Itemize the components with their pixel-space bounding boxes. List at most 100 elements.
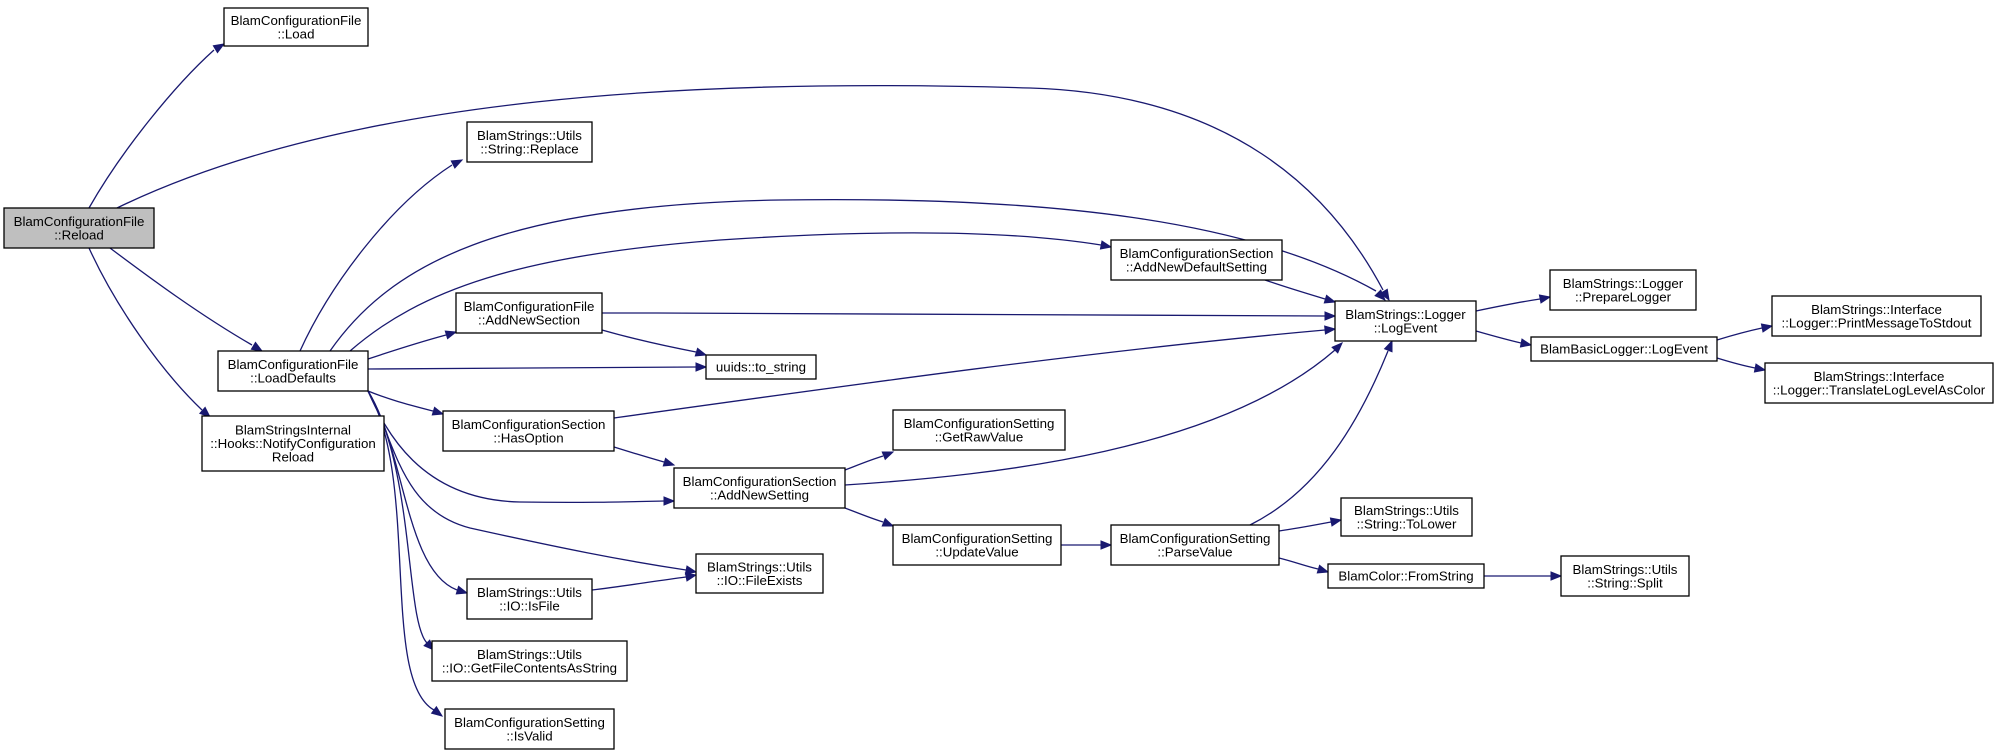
node-replace[interactable]: BlamStrings::Utils::String::Replace	[466, 121, 593, 163]
arrowhead-icon	[1383, 339, 1393, 353]
arrowhead-icon	[684, 565, 698, 575]
node-adddefaultsetting[interactable]: BlamConfigurationSection::AddNewDefaultS…	[1110, 239, 1283, 281]
node-parsevalue[interactable]: BlamConfigurationSetting::ParseValue	[1110, 524, 1280, 566]
node-basiclogevent[interactable]: BlamBasicLogger::LogEvent	[1530, 336, 1718, 362]
arrowhead-icon	[1519, 338, 1533, 348]
node-label: BlamStrings::Utils	[1354, 503, 1459, 518]
node-label: BlamStrings::Logger	[1345, 307, 1466, 322]
arrowhead-icon	[695, 362, 708, 372]
node-label: ::PrepareLogger	[1575, 289, 1672, 304]
edge-loaddefaults-to-addnewsection	[367, 330, 458, 360]
node-updatevalue[interactable]: BlamConfigurationSetting::UpdateValue	[892, 524, 1062, 566]
node-getfilecontents[interactable]: BlamStrings::Utils::IO::GetFileContentsA…	[431, 640, 628, 682]
arrowhead-icon	[663, 496, 676, 506]
arrowhead-icon	[1324, 311, 1337, 321]
edge-addnewsetting-to-getrawvalue	[844, 451, 895, 471]
edge-isfile-to-fileexists	[591, 572, 698, 591]
node-addnewsection[interactable]: BlamConfigurationFile::AddNewSection	[455, 292, 603, 334]
node-box	[1530, 336, 1718, 362]
node-logevent[interactable]: BlamStrings::Logger::LogEvent	[1334, 300, 1477, 342]
arrowhead-icon	[198, 406, 212, 418]
node-box	[466, 121, 593, 163]
node-label: ::Logger::PrintMessageToStdout	[1782, 315, 1972, 330]
node-box	[1334, 300, 1477, 342]
node-box	[892, 409, 1066, 451]
edge-fromstring-to-split	[1484, 571, 1563, 581]
edge-loaddefaults-to-hasoption	[367, 390, 445, 416]
node-isvalid[interactable]: BlamConfigurationSetting::IsValid	[444, 708, 615, 750]
edge-line	[601, 329, 697, 353]
node-label: ::IO::GetFileContentsAsString	[442, 660, 617, 675]
node-tolower[interactable]: BlamStrings::Utils::String::ToLower	[1340, 497, 1473, 537]
node-label: BlamStrings::Utils	[477, 647, 582, 662]
node-label: ::Load	[278, 26, 315, 41]
edge-logevent-to-basiclogevent	[1475, 330, 1533, 348]
node-box	[217, 350, 369, 392]
arrowhead-icon	[1374, 289, 1386, 301]
node-preparelogger[interactable]: BlamStrings::Logger::PrepareLogger	[1549, 269, 1697, 311]
node-translateloglevel[interactable]: BlamStrings::Interface::Logger::Translat…	[1764, 362, 1994, 404]
node-getrawvalue[interactable]: BlamConfigurationSetting::GetRawValue	[892, 409, 1066, 451]
edge-line	[613, 446, 665, 463]
node-label: BlamStrings::Utils	[477, 585, 582, 600]
node-label: BlamConfigurationSetting	[902, 531, 1053, 546]
arrowhead-icon	[694, 347, 708, 357]
node-hasoption[interactable]: BlamConfigurationSection::HasOption	[442, 410, 615, 452]
node-printmessage[interactable]: BlamStrings::Interface::Logger::PrintMes…	[1771, 295, 1982, 337]
node-label: ::UpdateValue	[935, 544, 1018, 559]
node-box	[705, 354, 817, 380]
edge-line	[844, 455, 884, 471]
edge-line	[367, 390, 434, 412]
edge-line	[349, 232, 1102, 352]
node-label: BlamStrings::Interface	[1814, 369, 1945, 384]
node-label: ::IsValid	[506, 728, 552, 743]
node-box	[3, 207, 155, 249]
arrowhead-icon	[430, 705, 444, 717]
edge-hasoption-to-logevent	[613, 325, 1337, 419]
node-box	[1549, 269, 1697, 311]
edge-line	[299, 164, 453, 352]
edge-line	[367, 334, 447, 360]
arrowhead-icon	[450, 159, 464, 169]
edge-addnewsection-to-logevent	[601, 311, 1337, 321]
node-label: ::ParseValue	[1157, 544, 1232, 559]
edge-basiclogevent-to-printmessage	[1716, 323, 1774, 341]
node-box	[444, 708, 615, 750]
node-label: BlamStrings::Utils	[1573, 562, 1678, 577]
arrowhead-icon	[1550, 571, 1563, 581]
node-reload[interactable]: BlamConfigurationFile::Reload	[3, 207, 155, 249]
node-load[interactable]: BlamConfigurationFile::Load	[223, 7, 369, 47]
node-fromstring[interactable]: BlamColor::FromString	[1327, 563, 1485, 589]
node-label: ::IO::IsFile	[499, 598, 560, 613]
nodes-layer: BlamConfigurationFile::ReloadBlamConfigu…	[3, 7, 1994, 750]
node-label: BlamStrings::Utils	[477, 128, 582, 143]
edge-line	[116, 84, 1384, 291]
node-loaddefaults[interactable]: BlamConfigurationFile::LoadDefaults	[217, 350, 369, 392]
node-label: ::HasOption	[493, 430, 563, 445]
edge-line	[1716, 357, 1756, 369]
node-uuids[interactable]: uuids::to_string	[705, 354, 817, 380]
node-notify[interactable]: BlamStringsInternal::Hooks::NotifyConfig…	[201, 415, 385, 472]
arrowhead-icon	[250, 341, 264, 352]
edge-reload-to-loaddefaults	[109, 247, 264, 352]
arrowhead-icon	[684, 572, 698, 582]
node-label: BlamConfigurationSetting	[454, 715, 605, 730]
node-label: BlamConfigurationSetting	[904, 416, 1055, 431]
edge-line	[844, 507, 884, 523]
node-box	[1560, 555, 1690, 597]
edge-parsevalue-to-fromstring	[1278, 557, 1330, 574]
edge-parsevalue-to-tolower	[1278, 517, 1343, 532]
node-fileexists[interactable]: BlamStrings::Utils::IO::FileExists	[695, 553, 824, 594]
edge-loaddefaults-to-replace	[299, 159, 464, 352]
arrowhead-icon	[1329, 517, 1343, 527]
node-label: ::String::Replace	[480, 141, 578, 156]
edges-layer	[88, 43, 1774, 717]
edge-loaddefaults-to-addnewsetting	[367, 390, 676, 506]
node-split[interactable]: BlamStrings::Utils::String::Split	[1560, 555, 1690, 597]
edge-addnewsection-to-uuids	[601, 329, 708, 357]
edge-logevent-to-preparelogger	[1475, 294, 1552, 312]
node-addnewsetting[interactable]: BlamConfigurationSection::AddNewSetting	[673, 467, 846, 509]
node-label: BlamConfigurationSection	[683, 474, 837, 489]
node-isfile[interactable]: BlamStrings::Utils::IO::IsFile	[466, 578, 593, 620]
edge-addnewsetting-to-updatevalue	[844, 507, 895, 527]
